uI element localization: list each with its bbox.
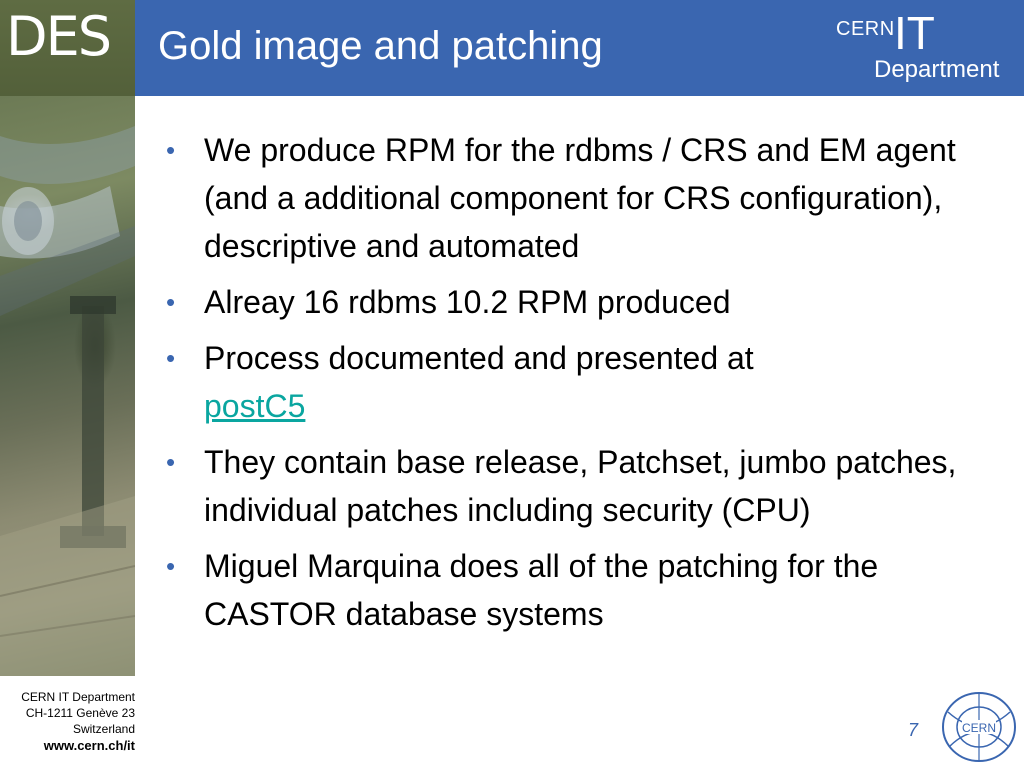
des-logo: DES	[6, 5, 112, 68]
it-wordmark: IT	[894, 7, 935, 59]
bullet-marker: •	[166, 287, 176, 317]
accelerator-photo	[0, 96, 135, 676]
footer-line-country: Switzerland	[72, 722, 135, 736]
bullet-text: Alreay 16 rdbms 10.2 RPM produced	[204, 284, 731, 320]
cern-it-department-logo: CERN IT Department	[816, 6, 1016, 90]
cern-seal-text: CERN	[962, 721, 996, 735]
footer-line-department: CERN IT Department	[21, 690, 135, 704]
postc5-link[interactable]: postC5	[204, 388, 306, 424]
bullet-item: • Process documented and presented at po…	[160, 334, 990, 430]
bullet-item: • Miguel Marquina does all of the patchi…	[160, 542, 990, 638]
bullet-marker: •	[166, 343, 176, 373]
bullet-text: Process documented and presented at	[204, 340, 754, 376]
bullet-text: They contain base release, Patchset, jum…	[204, 444, 957, 528]
bullet-item: • We produce RPM for the rdbms / CRS and…	[160, 126, 990, 270]
footer-line-address: CH-1211 Genève 23	[25, 706, 135, 720]
page-number: 7	[908, 720, 919, 740]
bullet-text: We produce RPM for the rdbms / CRS and E…	[204, 132, 956, 264]
bullet-item: • They contain base release, Patchset, j…	[160, 438, 990, 534]
bullet-marker: •	[166, 135, 176, 165]
cern-wordmark: CERN	[836, 18, 895, 40]
bullet-list: • We produce RPM for the rdbms / CRS and…	[160, 126, 990, 646]
bullet-item: • Alreay 16 rdbms 10.2 RPM produced	[160, 278, 990, 326]
slide-title: Gold image and patching	[158, 24, 603, 68]
footer-address: CERN IT Department CH-1211 Genève 23 Swi…	[0, 676, 135, 768]
department-wordmark: Department	[874, 56, 1000, 83]
cern-seal-icon: CERN	[942, 692, 1016, 762]
footer-url-link[interactable]: www.cern.ch/it	[43, 738, 135, 753]
bullet-text: Miguel Marquina does all of the patching…	[204, 548, 879, 632]
accelerator-photo-illustration	[0, 126, 135, 676]
des-logo-box: DES	[0, 0, 135, 96]
header-bar: DES Gold image and patching CERN IT Depa…	[0, 0, 1024, 96]
bullet-marker: •	[166, 551, 176, 581]
bullet-marker: •	[166, 447, 176, 477]
